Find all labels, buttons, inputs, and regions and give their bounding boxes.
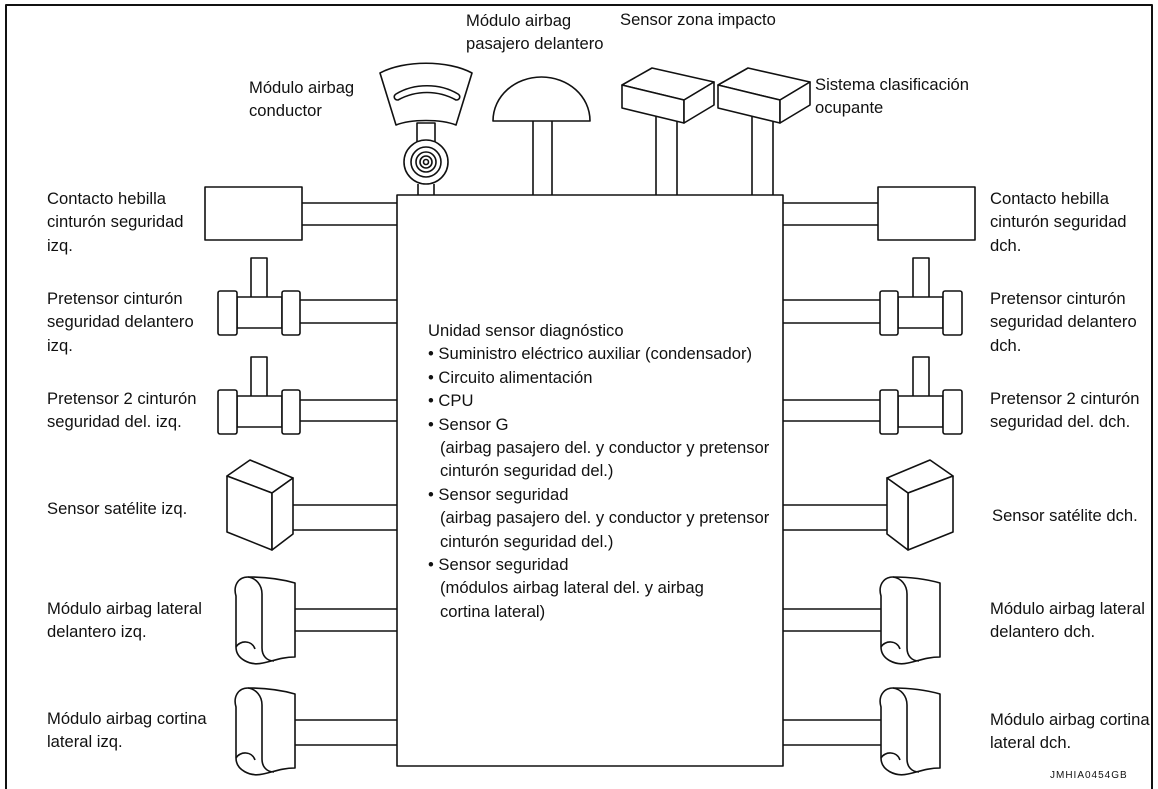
label-buckle-switch-right: Contacto hebilla cinturón seguridad dch.	[990, 187, 1127, 257]
unit-item-detail: cinturón seguridad del.)	[440, 461, 614, 481]
harness-pretensioner-right	[783, 299, 880, 324]
pretensioner-2-right-icon	[879, 356, 963, 435]
buckle-switch-left-icon	[204, 186, 303, 241]
label-curtain-airbag-module-left: Módulo airbag cortina lateral izq.	[47, 707, 207, 754]
label-line: delantero dch.	[990, 622, 1096, 642]
satellite-sensor-left-icon	[226, 459, 294, 551]
label-line: Pretensor 2 cinturón	[47, 389, 197, 408]
diagnosis-sensor-unit-box	[396, 194, 784, 767]
label-pretensioner-right: Pretensor cinturón seguridad delantero d…	[990, 287, 1137, 357]
label-line: Sensor satélite dch.	[992, 506, 1138, 525]
label-line: seguridad del. dch.	[990, 412, 1131, 432]
passenger-airbag-module-icon	[492, 76, 591, 195]
label-line: Módulo airbag cortina	[990, 710, 1150, 729]
label-line: delantero izq.	[47, 622, 147, 642]
occupant-classification-sensor-icon	[717, 67, 811, 195]
unit-item-detail: (airbag pasajero del. y conductor y pret…	[440, 508, 770, 528]
side-airbag-module-left-icon	[234, 576, 296, 665]
pretensioner-left-icon	[217, 257, 301, 336]
satellite-sensor-right-icon	[886, 459, 954, 551]
label-impact-zone-sensor: Sensor zona impacto	[620, 8, 776, 31]
harness-buckle-switch-left	[302, 202, 397, 226]
frame-border	[5, 4, 1153, 789]
unit-item-detail: cinturón seguridad del.)	[440, 531, 614, 551]
label-line: Sensor zona impacto	[620, 10, 776, 29]
label-line: Pretensor cinturón	[990, 289, 1126, 308]
label-curtain-airbag-module-right: Módulo airbag cortina lateral dch.	[990, 708, 1150, 755]
pretensioner-2-left-icon	[217, 356, 301, 435]
harness-curtain-airbag-left	[295, 719, 397, 746]
harness-pretensioner-2-right	[783, 399, 880, 422]
pretensioner-right-icon	[879, 257, 963, 336]
label-pretensioner-2-left: Pretensor 2 cinturón seguridad del. izq.	[47, 387, 196, 434]
unit-item-detail: (airbag pasajero del. y conductor y pret…	[440, 438, 770, 458]
unit-item: • Suministro eléctrico auxiliar (condens…	[428, 344, 752, 364]
harness-side-airbag-right	[783, 608, 881, 632]
label-buckle-switch-left: Contacto hebilla cinturón seguridad izq.	[47, 187, 184, 257]
label-line: Pretensor cinturón	[47, 289, 183, 308]
label-line: dch.	[990, 235, 1022, 255]
label-line: seguridad delantero	[990, 312, 1137, 332]
label-line: ocupante	[815, 98, 884, 118]
impact-zone-sensor-icon	[621, 67, 715, 195]
label-line: Sistema clasificación	[815, 75, 970, 94]
harness-pretensioner-2-left	[300, 399, 397, 422]
driver-airbag-module-icon	[379, 62, 473, 195]
label-line: Módulo airbag	[466, 11, 572, 30]
label-occupant-classification-system: Sistema clasificación ocupante	[815, 73, 969, 120]
label-line: Pretensor 2 cinturón	[990, 389, 1140, 408]
label-line: cinturón seguridad	[990, 212, 1127, 232]
label-pretensioner-2-right: Pretensor 2 cinturón seguridad del. dch.	[990, 387, 1139, 434]
label-line: lateral dch.	[990, 733, 1072, 753]
side-airbag-module-right-icon	[879, 576, 941, 665]
unit-item: • Sensor seguridad	[428, 555, 569, 575]
label-line: cinturón seguridad	[47, 212, 184, 232]
label-line: pasajero delantero	[466, 34, 604, 54]
unit-title: Unidad sensor diagnóstico	[428, 321, 624, 340]
curtain-airbag-module-left-icon	[234, 687, 296, 776]
label-line: Módulo airbag lateral	[47, 599, 202, 618]
label-line: seguridad del. izq.	[47, 412, 182, 432]
label-passenger-airbag-module: Módulo airbag pasajero delantero	[466, 9, 603, 56]
label-side-airbag-module-left: Módulo airbag lateral delantero izq.	[47, 597, 202, 644]
harness-curtain-airbag-right	[783, 719, 881, 746]
unit-item: • Sensor seguridad	[428, 484, 569, 504]
label-line: Módulo airbag	[249, 78, 355, 97]
label-line: dch.	[990, 335, 1022, 355]
harness-satellite-sensor-right	[783, 504, 887, 531]
unit-item: • CPU	[428, 391, 474, 411]
label-pretensioner-left: Pretensor cinturón seguridad delantero i…	[47, 287, 194, 357]
harness-buckle-switch-right	[783, 202, 878, 226]
unit-item: • Sensor G	[428, 414, 509, 434]
diagnosis-sensor-unit-text: Unidad sensor diagnóstico • Suministro e…	[428, 319, 769, 623]
label-line: conductor	[249, 101, 322, 121]
unit-item-detail: cortina lateral)	[440, 601, 546, 621]
label-line: Módulo airbag lateral	[990, 599, 1145, 618]
label-line: izq.	[47, 235, 73, 255]
label-line: seguridad delantero	[47, 312, 194, 332]
label-line: Contacto hebilla	[47, 189, 167, 208]
harness-side-airbag-left	[295, 608, 397, 632]
curtain-airbag-module-right-icon	[879, 687, 941, 776]
label-line: Módulo airbag cortina	[47, 709, 207, 728]
label-driver-airbag-module: Módulo airbag conductor	[249, 76, 354, 123]
label-line: Contacto hebilla	[990, 189, 1110, 208]
label-line: Sensor satélite izq.	[47, 499, 188, 518]
figure-code: JMHIA0454GB	[1050, 770, 1128, 781]
label-side-airbag-module-right: Módulo airbag lateral delantero dch.	[990, 597, 1145, 644]
label-satellite-sensor-right: Sensor satélite dch.	[992, 504, 1138, 527]
buckle-switch-right-icon	[877, 186, 976, 241]
unit-item-detail: (módulos airbag lateral del. y airbag	[440, 578, 704, 598]
label-line: lateral izq.	[47, 732, 123, 752]
label-line: izq.	[47, 335, 73, 355]
harness-satellite-sensor-left	[293, 504, 397, 531]
unit-item: • Circuito alimentación	[428, 367, 593, 387]
label-satellite-sensor-left: Sensor satélite izq.	[47, 497, 187, 520]
harness-pretensioner-left	[300, 299, 397, 324]
